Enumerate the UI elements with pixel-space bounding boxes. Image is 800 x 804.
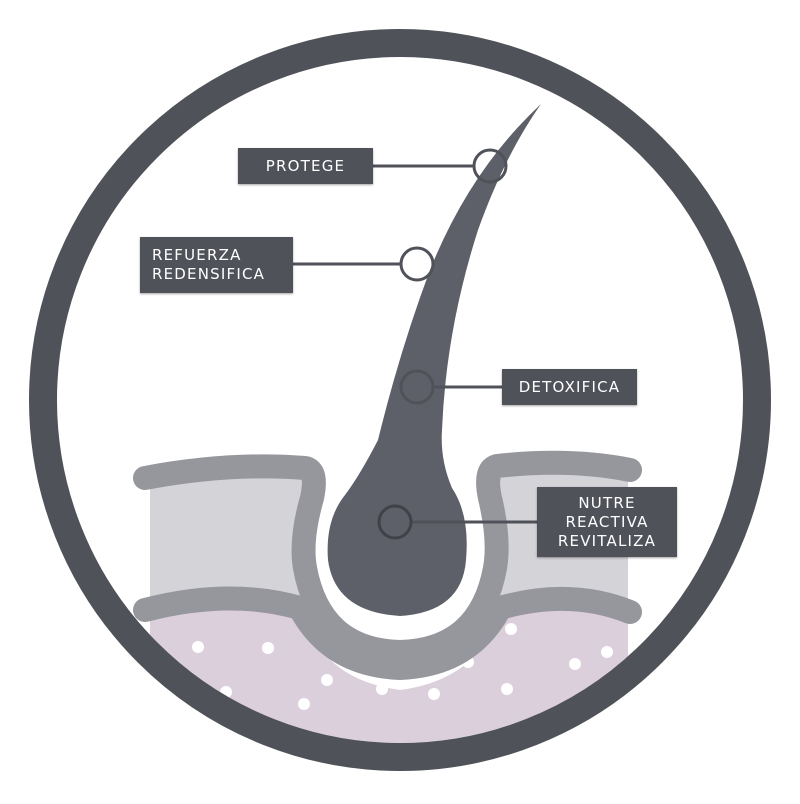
dot [298, 698, 310, 710]
label-nutre-line1: NUTRE [578, 493, 636, 512]
label-detoxifica: DETOXIFICA [502, 369, 637, 405]
label-refuerza-redensifica: REFUERZA REDENSIFICA [140, 237, 293, 293]
epidermis-layer [150, 468, 628, 612]
dermis-dots [192, 623, 613, 710]
label-nutre-line2: REACTIVA [565, 512, 649, 531]
dot [501, 683, 513, 695]
label-protege-line1: PROTEGE [265, 156, 346, 175]
dot [376, 683, 388, 695]
dermis-boundary-line [133, 586, 642, 681]
connector-lines [293, 164, 537, 524]
label-detoxifica-line1: DETOXIFICA [518, 377, 621, 396]
outer-ring [29, 29, 771, 771]
marker-protege [472, 148, 508, 184]
dot [428, 688, 440, 700]
dot [569, 658, 581, 670]
marker-refuerza [399, 246, 435, 282]
marker-nutre [377, 504, 413, 540]
dot [262, 642, 274, 654]
label-nutre-reactiva-revitaliza: NUTRE REACTIVA REVITALIZA [537, 487, 677, 557]
dot [601, 646, 613, 658]
skin-surface-line [133, 450, 642, 664]
dot [192, 641, 204, 653]
dot [505, 623, 517, 635]
label-refuerza-line2: REDENSIFICA [152, 265, 266, 283]
marker-detoxifica [399, 369, 435, 405]
hair-strand [327, 104, 541, 616]
marker-circles [377, 148, 508, 540]
label-nutre-line3: REVITALIZA [557, 531, 657, 550]
label-protege: PROTEGE [238, 148, 373, 184]
dot [321, 674, 333, 686]
label-refuerza-line1: REFUERZA [152, 246, 242, 264]
